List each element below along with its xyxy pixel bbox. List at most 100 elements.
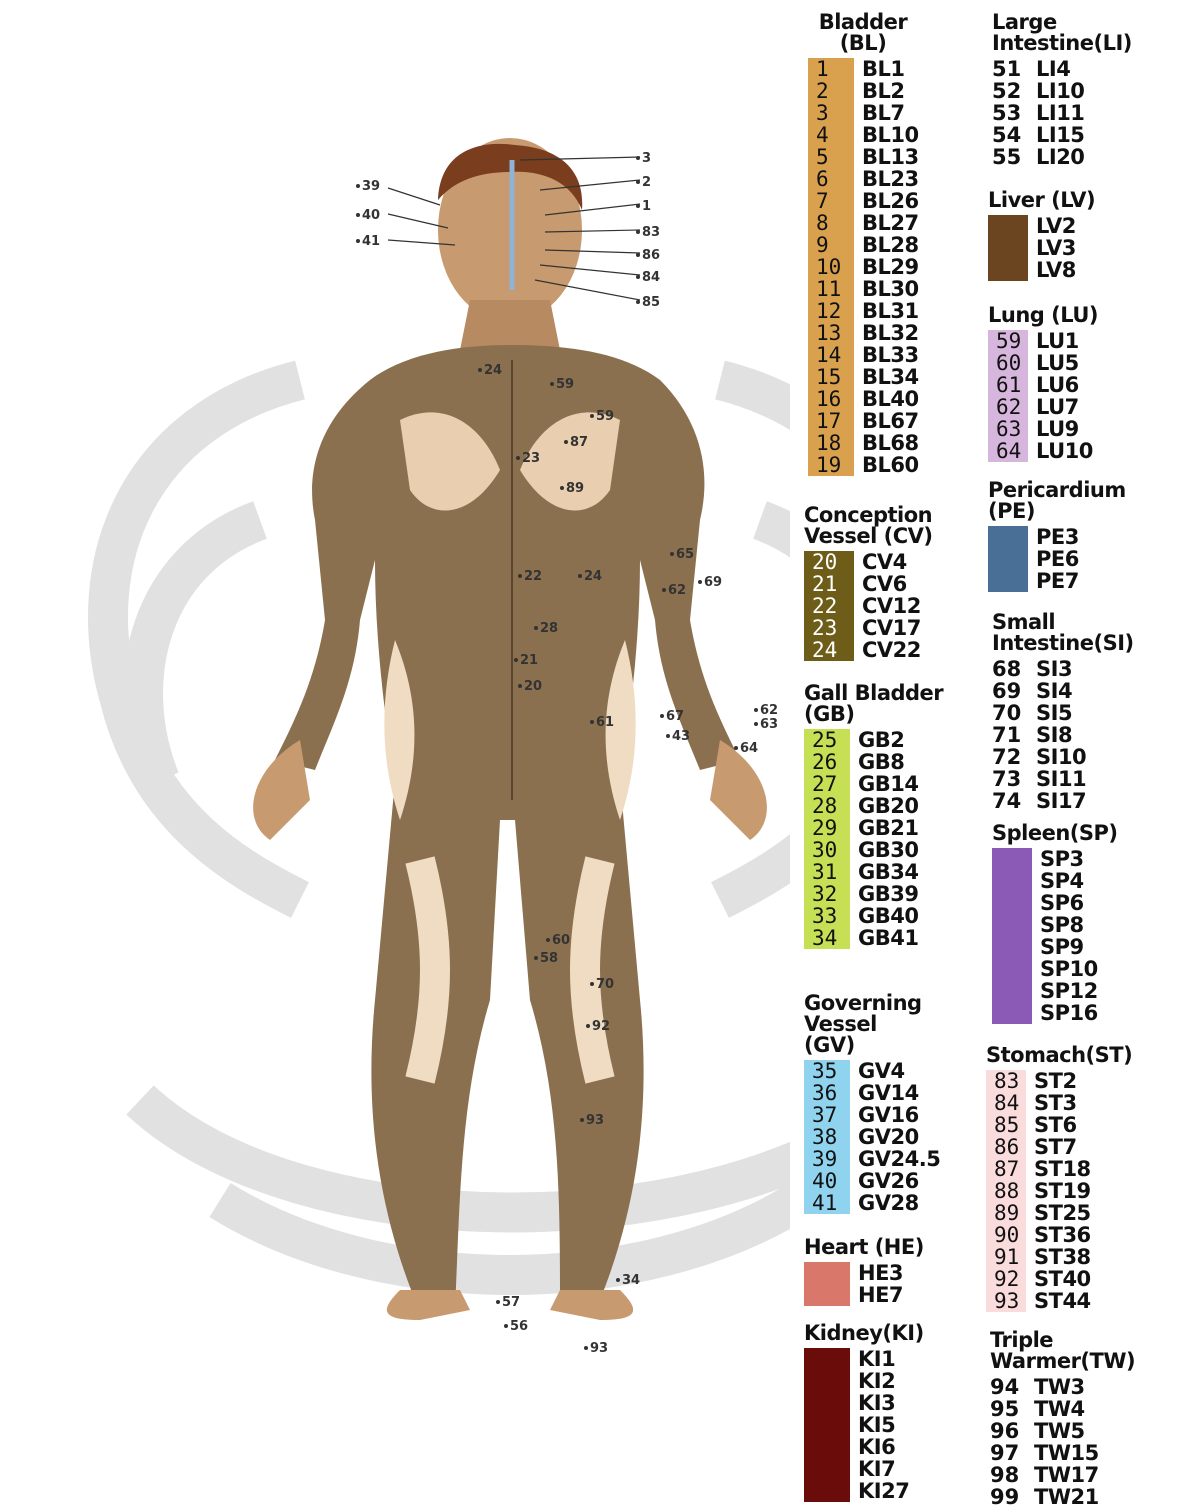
legend-point-code: BL7 bbox=[862, 102, 905, 124]
legend-point-number: 28 bbox=[812, 795, 837, 817]
legend-group-title: Kidney(KI) bbox=[804, 1323, 984, 1344]
legend-point-number: 19 bbox=[816, 454, 841, 476]
legend-title-line: (PE) bbox=[988, 501, 1178, 522]
legend-row: 33GB40 bbox=[804, 905, 984, 927]
legend-point-code: BL13 bbox=[862, 146, 919, 168]
legend-point-code: GB41 bbox=[858, 927, 918, 949]
acupoint-dot bbox=[578, 574, 582, 578]
legend-point-number: 27 bbox=[812, 773, 837, 795]
legend-point-code: KI5 bbox=[858, 1414, 895, 1436]
legend-point-number: 59 bbox=[996, 330, 1021, 352]
legend-row: 27GB14 bbox=[804, 773, 984, 795]
legend-group-title: Stomach(ST) bbox=[986, 1045, 1176, 1066]
acupoint-dot bbox=[636, 180, 640, 184]
legend-point-number: 22 bbox=[812, 595, 837, 617]
legend-group: Liver (LV)LV2LV3LV8 bbox=[988, 190, 1178, 281]
legend-point-number: 52 bbox=[992, 80, 1021, 102]
legend-point-number: 87 bbox=[994, 1158, 1019, 1180]
legend-title-line: Stomach(ST) bbox=[986, 1045, 1176, 1066]
legend-row: 69SI4 bbox=[992, 680, 1182, 702]
legend-point-number: 24 bbox=[812, 639, 837, 661]
legend-row: 52 LI10 bbox=[992, 80, 1182, 102]
legend-point-code: GB40 bbox=[858, 905, 918, 927]
acupoint-dot bbox=[754, 722, 758, 726]
legend-point-number: 71 bbox=[992, 724, 1021, 746]
point-label: 83 bbox=[642, 225, 660, 240]
point-label: 65 bbox=[676, 547, 694, 562]
legend-row: HE3 bbox=[804, 1262, 984, 1284]
legend-row: 95TW4 bbox=[990, 1398, 1180, 1420]
point-label: 93 bbox=[586, 1113, 604, 1128]
legend-row: LV3 bbox=[988, 237, 1178, 259]
legend-point-code: KI2 bbox=[858, 1370, 895, 1392]
legend-row: 98TW17 bbox=[990, 1464, 1180, 1486]
legend-title-line: (GV) bbox=[804, 1035, 984, 1056]
legend-point-code: SP4 bbox=[1040, 870, 1084, 892]
legend-point-number: 29 bbox=[812, 817, 837, 839]
legend-group: Heart (HE)HE3HE7 bbox=[804, 1237, 984, 1306]
legend-row: 14BL33 bbox=[808, 344, 986, 366]
legend-point-code: KI7 bbox=[858, 1458, 895, 1480]
legend-title-line: Intestine(LI) bbox=[992, 33, 1182, 54]
legend-point-number: 61 bbox=[996, 374, 1021, 396]
legend-point-number: 55 bbox=[992, 146, 1021, 168]
legend-point-number: 96 bbox=[990, 1420, 1019, 1442]
acupoint-dot bbox=[478, 368, 482, 372]
point-label: 24 bbox=[484, 363, 502, 378]
legend-title-line: Spleen(SP) bbox=[992, 823, 1182, 844]
legend-group-title: GoverningVessel(GV) bbox=[804, 993, 984, 1056]
legend-row: 10BL29 bbox=[808, 256, 986, 278]
legend-title-line: Governing bbox=[804, 993, 984, 1014]
legend-point-number: 51 bbox=[992, 58, 1021, 80]
legend-title-line: Pericardium bbox=[988, 480, 1178, 501]
legend-point-number: 5 bbox=[816, 146, 829, 168]
acupoint-dot bbox=[590, 720, 594, 724]
legend-row: 37GV16 bbox=[804, 1104, 984, 1126]
legend-row: 39GV24.5 bbox=[804, 1148, 984, 1170]
legend-row: 34GB41 bbox=[804, 927, 984, 949]
legend-row: SP8 bbox=[992, 914, 1182, 936]
acupoint-dot bbox=[590, 414, 594, 418]
legend-point-code: GB20 bbox=[858, 795, 918, 817]
legend-row: KI27 bbox=[804, 1480, 984, 1502]
legend-point-code: ST19 bbox=[1034, 1180, 1091, 1202]
legend-point-number: 91 bbox=[994, 1246, 1019, 1268]
legend-point-code: BL28 bbox=[862, 234, 919, 256]
legend-title-line: Kidney(KI) bbox=[804, 1323, 984, 1344]
legend-row: 6BL23 bbox=[808, 168, 986, 190]
point-label: 93 bbox=[590, 1341, 608, 1356]
acupoint-dot bbox=[550, 382, 554, 386]
legend-row: 72SI10 bbox=[992, 746, 1182, 768]
legend-point-code: GV14 bbox=[858, 1082, 919, 1104]
legend-point-code: SP10 bbox=[1040, 958, 1098, 980]
acupoint-dot bbox=[356, 213, 360, 217]
legend-row: 2BL2 bbox=[808, 80, 986, 102]
point-label: 21 bbox=[520, 653, 538, 668]
legend-row: PE6 bbox=[988, 548, 1178, 570]
legend-row: SP6 bbox=[992, 892, 1182, 914]
acupoint-dot bbox=[584, 1346, 588, 1350]
legend-point-code: BL26 bbox=[862, 190, 919, 212]
legend-title-line: Small bbox=[992, 612, 1182, 633]
legend-point-code: CV6 bbox=[862, 573, 907, 595]
legend-point-number: 17 bbox=[816, 410, 841, 432]
point-label: 59 bbox=[596, 409, 614, 424]
point-label: 2 bbox=[642, 175, 651, 190]
legend-group: Pericardium(PE)PE3PE6PE7 bbox=[988, 480, 1178, 592]
legend-point-number: 54 bbox=[992, 124, 1021, 146]
legend-point-number: 12 bbox=[816, 300, 841, 322]
legend-point-code: LU5 bbox=[1036, 352, 1079, 374]
legend-point-code: LI10 bbox=[1036, 80, 1084, 102]
legend-point-number: 93 bbox=[994, 1290, 1019, 1312]
legend-point-code: GB39 bbox=[858, 883, 918, 905]
legend-point-number: 3 bbox=[816, 102, 829, 124]
legend-point-number: 2 bbox=[816, 80, 829, 102]
